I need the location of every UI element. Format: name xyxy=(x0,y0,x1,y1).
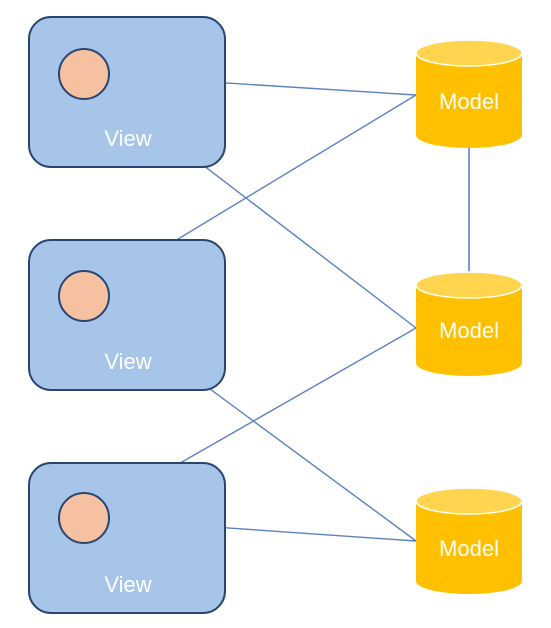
view-box-3: View xyxy=(28,462,226,614)
cylinder-top xyxy=(415,271,523,299)
view-dot xyxy=(58,492,110,544)
model-label: Model xyxy=(439,536,499,561)
view-dot xyxy=(58,270,110,322)
model-column: Model Model Model xyxy=(415,39,523,594)
view-box-2: View xyxy=(28,239,226,391)
view-dot xyxy=(58,48,110,100)
model-label: Model xyxy=(439,318,499,343)
view-label: View xyxy=(104,349,151,374)
cylinder-body xyxy=(416,53,522,148)
model-cylinder-1: Model xyxy=(415,39,523,148)
view-label: View xyxy=(104,126,151,151)
view-box-1: View xyxy=(28,16,226,168)
view-column: View View View xyxy=(28,16,226,614)
model-label: Model xyxy=(439,89,499,114)
cylinder-top xyxy=(415,39,523,67)
cylinder-body xyxy=(416,501,522,594)
cylinder-top xyxy=(415,487,523,515)
cylinder-body xyxy=(416,285,522,376)
model-cylinder-2: Model xyxy=(415,271,523,376)
view-label: View xyxy=(104,572,151,597)
model-cylinder-3: Model xyxy=(415,487,523,594)
